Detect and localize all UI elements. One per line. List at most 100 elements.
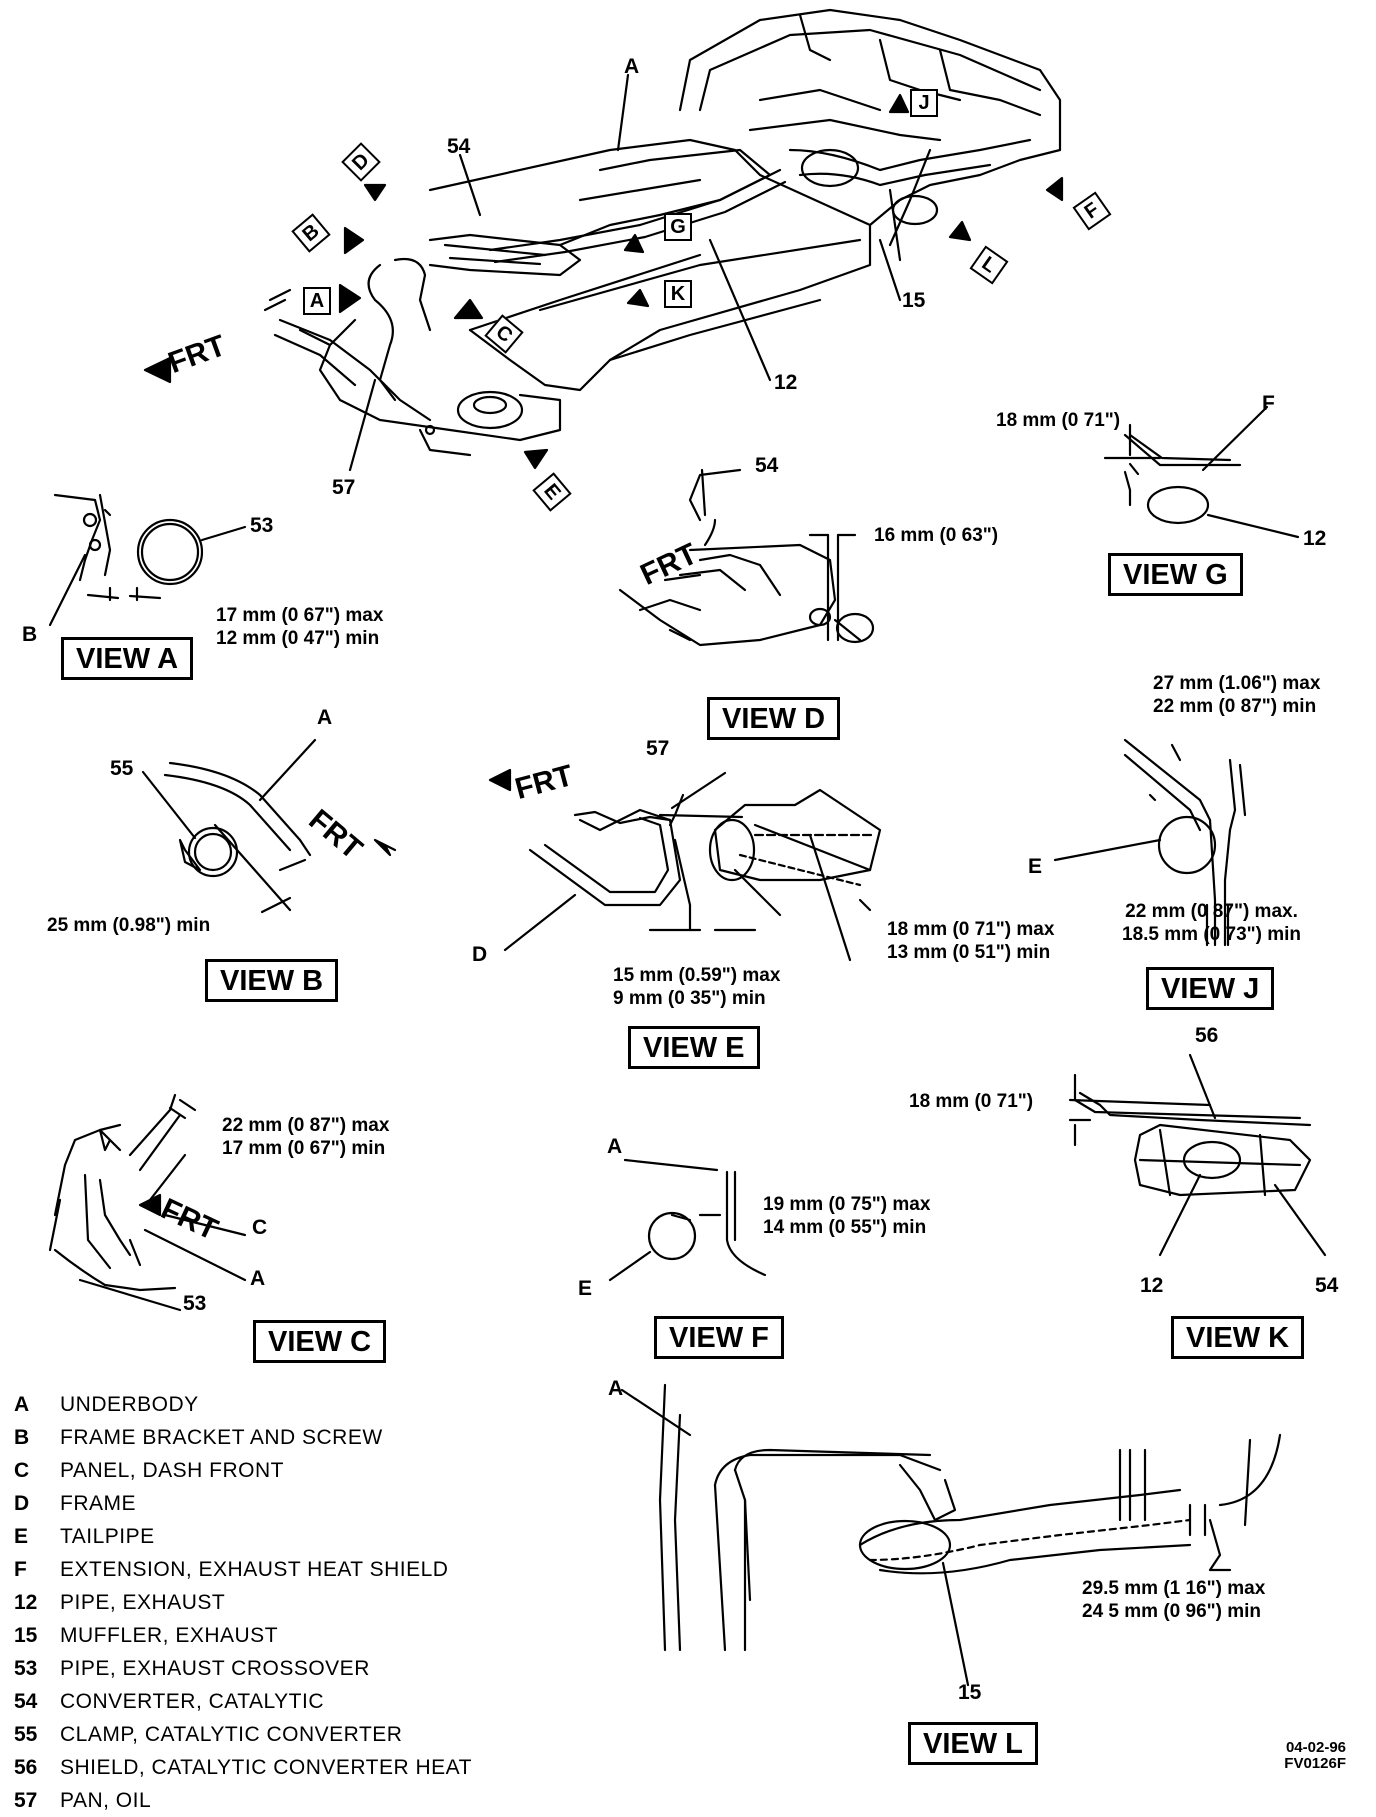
callout-view-c-53: 53 — [183, 1292, 207, 1315]
dimension-view-e-left-max: 15 mm (0.59") max — [613, 965, 781, 986]
dimension-view-f-max: 19 mm (0 75") max — [763, 1194, 931, 1215]
legend-key: 15 — [14, 1624, 38, 1647]
legend-key: F — [14, 1558, 27, 1581]
view-b-title: VIEW B — [205, 959, 339, 1002]
callout-main-12: 12 — [774, 371, 798, 394]
dimension-view-b: 25 mm (0.98") min — [47, 915, 211, 936]
legend-text: PIPE, EXHAUST CROSSOVER — [60, 1657, 370, 1680]
legend-text: PAN, OIL — [60, 1789, 152, 1812]
view-l-illustration — [620, 1383, 1282, 1687]
legend-item: A UNDERBODY — [14, 1388, 472, 1421]
dimension-view-a-min: 12 mm (0 47") min — [216, 628, 380, 649]
callout-view-c-c: C — [252, 1216, 268, 1239]
view-c-illustration — [48, 1093, 247, 1312]
dimension-view-l: 29.5 mm (1 16") max 24 5 mm (0 96") min — [1082, 1577, 1265, 1623]
view-j-illustration — [1053, 738, 1247, 947]
dimension-view-e-left: 15 mm (0.59") max 9 mm (0 35") min — [613, 964, 780, 1010]
dimension-view-k: 18 mm (0 71") — [909, 1091, 1034, 1112]
callout-view-e-d: D — [472, 943, 488, 966]
callout-view-l-15: 15 — [958, 1681, 982, 1704]
figure-code: 04-02-96 FV0126F — [1284, 1740, 1346, 1772]
callout-view-k-54: 54 — [1315, 1274, 1339, 1297]
legend-text: EXTENSION, EXHAUST HEAT SHIELD — [60, 1558, 449, 1581]
legend-text: CLAMP, CATALYTIC CONVERTER — [60, 1723, 403, 1746]
legend-key: B — [14, 1426, 30, 1449]
dimension-view-a-max: 17 mm (0 67") max — [216, 605, 384, 626]
callout-view-a-53: 53 — [250, 514, 274, 537]
view-arrow-a: A — [303, 287, 331, 315]
legend-text: MUFFLER, EXHAUST — [60, 1624, 279, 1647]
figure-code-date: 04-02-96 — [1285, 1739, 1346, 1756]
legend-item: 53 PIPE, EXHAUST CROSSOVER — [14, 1652, 472, 1685]
dimension-view-e-right-min: 13 mm (0 51") min — [887, 942, 1051, 963]
view-g-title: VIEW G — [1108, 553, 1243, 596]
dimension-view-j-bottom-max: 22 mm (0 87") max. — [1125, 901, 1298, 922]
view-k-title: VIEW K — [1171, 1316, 1305, 1359]
dimension-view-j-top-max: 27 mm (1.06") max — [1153, 673, 1321, 694]
view-direction-arrows — [338, 93, 1064, 470]
callout-view-k-12: 12 — [1140, 1274, 1164, 1297]
callout-main-54: 54 — [447, 135, 471, 158]
view-c-title: VIEW C — [253, 1320, 387, 1363]
view-f-illustration — [608, 1158, 767, 1282]
dimension-view-e-right-max: 18 mm (0 71") max — [887, 919, 1055, 940]
dimension-view-j-bottom: 22 mm (0 87") max. 18.5 mm (0 73") min — [1122, 900, 1301, 946]
dimension-view-c-min: 17 mm (0 67") min — [222, 1138, 386, 1159]
view-b-illustration — [141, 738, 397, 914]
dimension-view-d: 16 mm (0 63") — [874, 525, 999, 546]
callout-view-d-54: 54 — [755, 454, 779, 477]
view-arrow-k: K — [664, 280, 692, 308]
legend-text: UNDERBODY — [60, 1393, 199, 1416]
legend-item: B FRAME BRACKET AND SCREW — [14, 1421, 472, 1454]
legend-item: 56 SHIELD, CATALYTIC CONVERTER HEAT — [14, 1751, 472, 1784]
legend-key: D — [14, 1492, 30, 1515]
view-arrow-j: J — [910, 89, 938, 117]
dimension-view-e-right: 18 mm (0 71") max 13 mm (0 51") min — [887, 918, 1054, 964]
legend-key: 53 — [14, 1657, 38, 1680]
dimension-view-g: 18 mm (0 71") — [996, 410, 1121, 431]
legend-item: F EXTENSION, EXHAUST HEAT SHIELD — [14, 1553, 472, 1586]
legend-key: 54 — [14, 1690, 38, 1713]
legend-text: PIPE, EXHAUST — [60, 1591, 226, 1614]
callout-view-c-a: A — [250, 1267, 266, 1290]
view-d-illustration — [618, 468, 875, 647]
legend-key: 56 — [14, 1756, 38, 1779]
legend-text: FRAME BRACKET AND SCREW — [60, 1426, 383, 1449]
dimension-view-j-bottom-min: 18.5 mm (0 73") min — [1122, 924, 1302, 945]
legend-key: C — [14, 1459, 30, 1482]
underbody-main-illustration — [143, 8, 1062, 472]
callout-main-a: A — [624, 55, 640, 78]
callout-view-k-56: 56 — [1195, 1024, 1219, 1047]
callout-view-e-57: 57 — [646, 737, 670, 760]
dimension-view-l-max: 29.5 mm (1 16") max — [1082, 1578, 1266, 1599]
view-arrow-g: G — [664, 213, 692, 241]
callout-view-l-a: A — [608, 1377, 624, 1400]
legend-key: A — [14, 1393, 30, 1416]
legend-item: E TAILPIPE — [14, 1520, 472, 1553]
view-g-illustration — [1103, 405, 1300, 539]
view-e-title: VIEW E — [628, 1026, 760, 1069]
view-d-title: VIEW D — [707, 697, 841, 740]
dimension-view-c-max: 22 mm (0 87") max — [222, 1115, 390, 1136]
figure-code-id: FV0126F — [1284, 1755, 1346, 1772]
dimension-view-f-min: 14 mm (0 55") min — [763, 1217, 927, 1238]
callout-view-a-b: B — [22, 623, 38, 646]
dimension-view-c: 22 mm (0 87") max 17 mm (0 67") min — [222, 1114, 389, 1160]
legend-key: E — [14, 1525, 29, 1548]
legend-text: TAILPIPE — [60, 1525, 155, 1548]
legend-text: SHIELD, CATALYTIC CONVERTER HEAT — [60, 1756, 472, 1779]
dimension-view-a: 17 mm (0 67") max 12 mm (0 47") min — [216, 604, 383, 650]
legend-key: 57 — [14, 1789, 38, 1812]
callout-view-f-e: E — [578, 1277, 593, 1300]
callout-view-b-a: A — [317, 706, 333, 729]
callout-main-15: 15 — [902, 289, 926, 312]
callout-view-g-12: 12 — [1303, 527, 1327, 550]
dimension-view-j-top: 27 mm (1.06") max 22 mm (0 87") min — [1153, 672, 1320, 718]
dimension-view-l-min: 24 5 mm (0 96") min — [1082, 1601, 1262, 1622]
legend-text: FRAME — [60, 1492, 136, 1515]
legend-text: PANEL, DASH FRONT — [60, 1459, 284, 1482]
callout-view-g-f: F — [1262, 392, 1275, 415]
